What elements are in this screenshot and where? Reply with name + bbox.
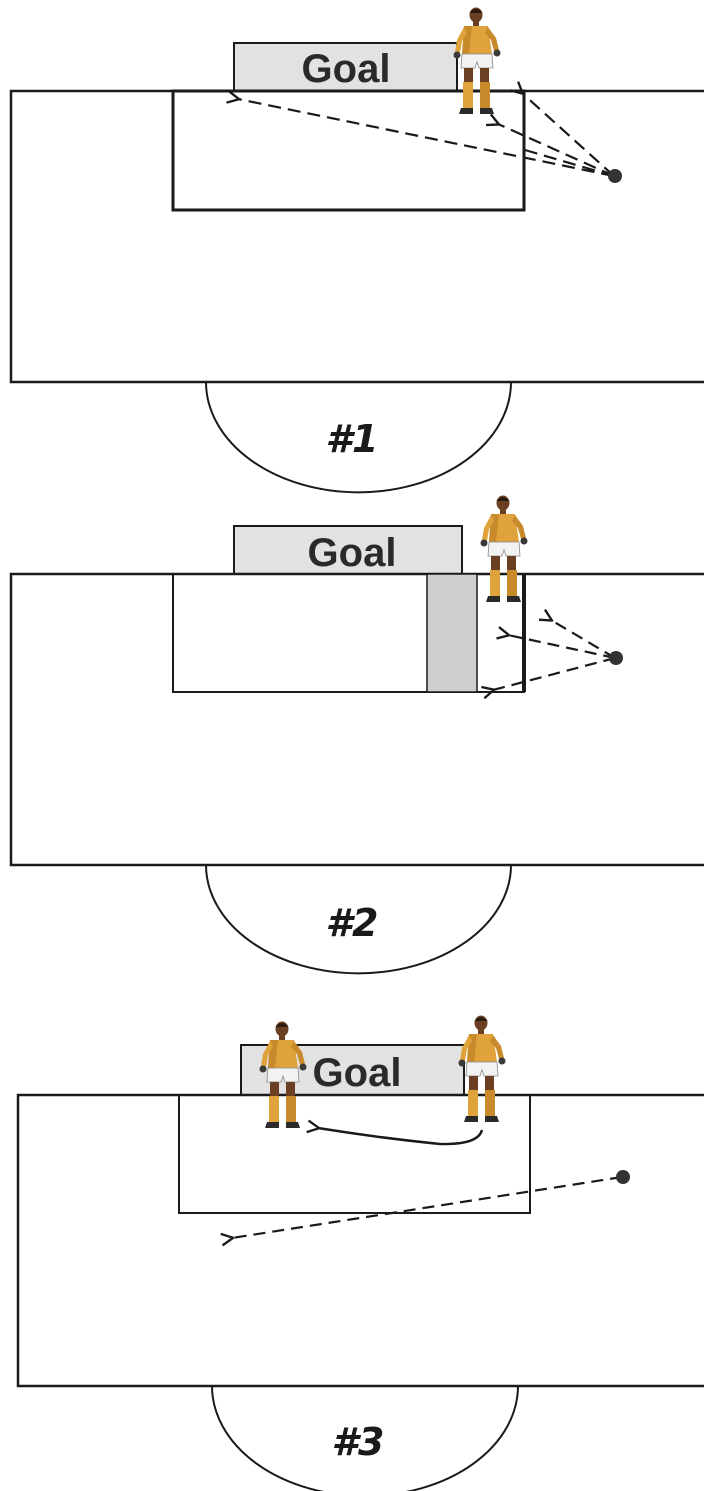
drill-number: #1 [326, 417, 379, 461]
shaded-zone [426, 573, 478, 693]
penalty-arc [211, 1385, 519, 1491]
penalty-area [9, 89, 704, 384]
ball [609, 651, 623, 665]
penalty-arc [205, 381, 512, 494]
drill-number: #3 [332, 1420, 385, 1464]
goalkeeper-figure [458, 1015, 506, 1123]
goal-label: Goal [313, 1051, 402, 1095]
ball [608, 169, 622, 183]
shot-arrows [238, 93, 615, 178]
panel-1: Goal #1 [9, 7, 704, 494]
panel-2: Goal #2 [9, 495, 704, 975]
goal-label: Goal [302, 47, 391, 91]
goal-box [233, 42, 458, 92]
arrow [493, 656, 616, 690]
goalkeeper-figure [453, 7, 501, 115]
arrow [551, 620, 616, 659]
goal-label: Goal [308, 531, 397, 575]
drill-number: #2 [326, 901, 379, 945]
arrow [232, 1175, 623, 1238]
arrow [524, 148, 615, 178]
arrow [238, 99, 615, 178]
keeper-movement-arrow [318, 1128, 484, 1146]
goalkeeper-figure [480, 495, 528, 603]
goal-area [171, 89, 526, 212]
goal-area [178, 1094, 531, 1214]
penalty-area [9, 572, 704, 867]
penalty-area [16, 1093, 704, 1388]
penalty-arc [205, 864, 512, 975]
goal-box [233, 525, 463, 575]
arrow [498, 124, 615, 178]
ball [616, 1170, 630, 1184]
shot-arrows [493, 620, 616, 690]
arrow [522, 93, 615, 177]
panel-3: Goal #3 [16, 1015, 704, 1491]
